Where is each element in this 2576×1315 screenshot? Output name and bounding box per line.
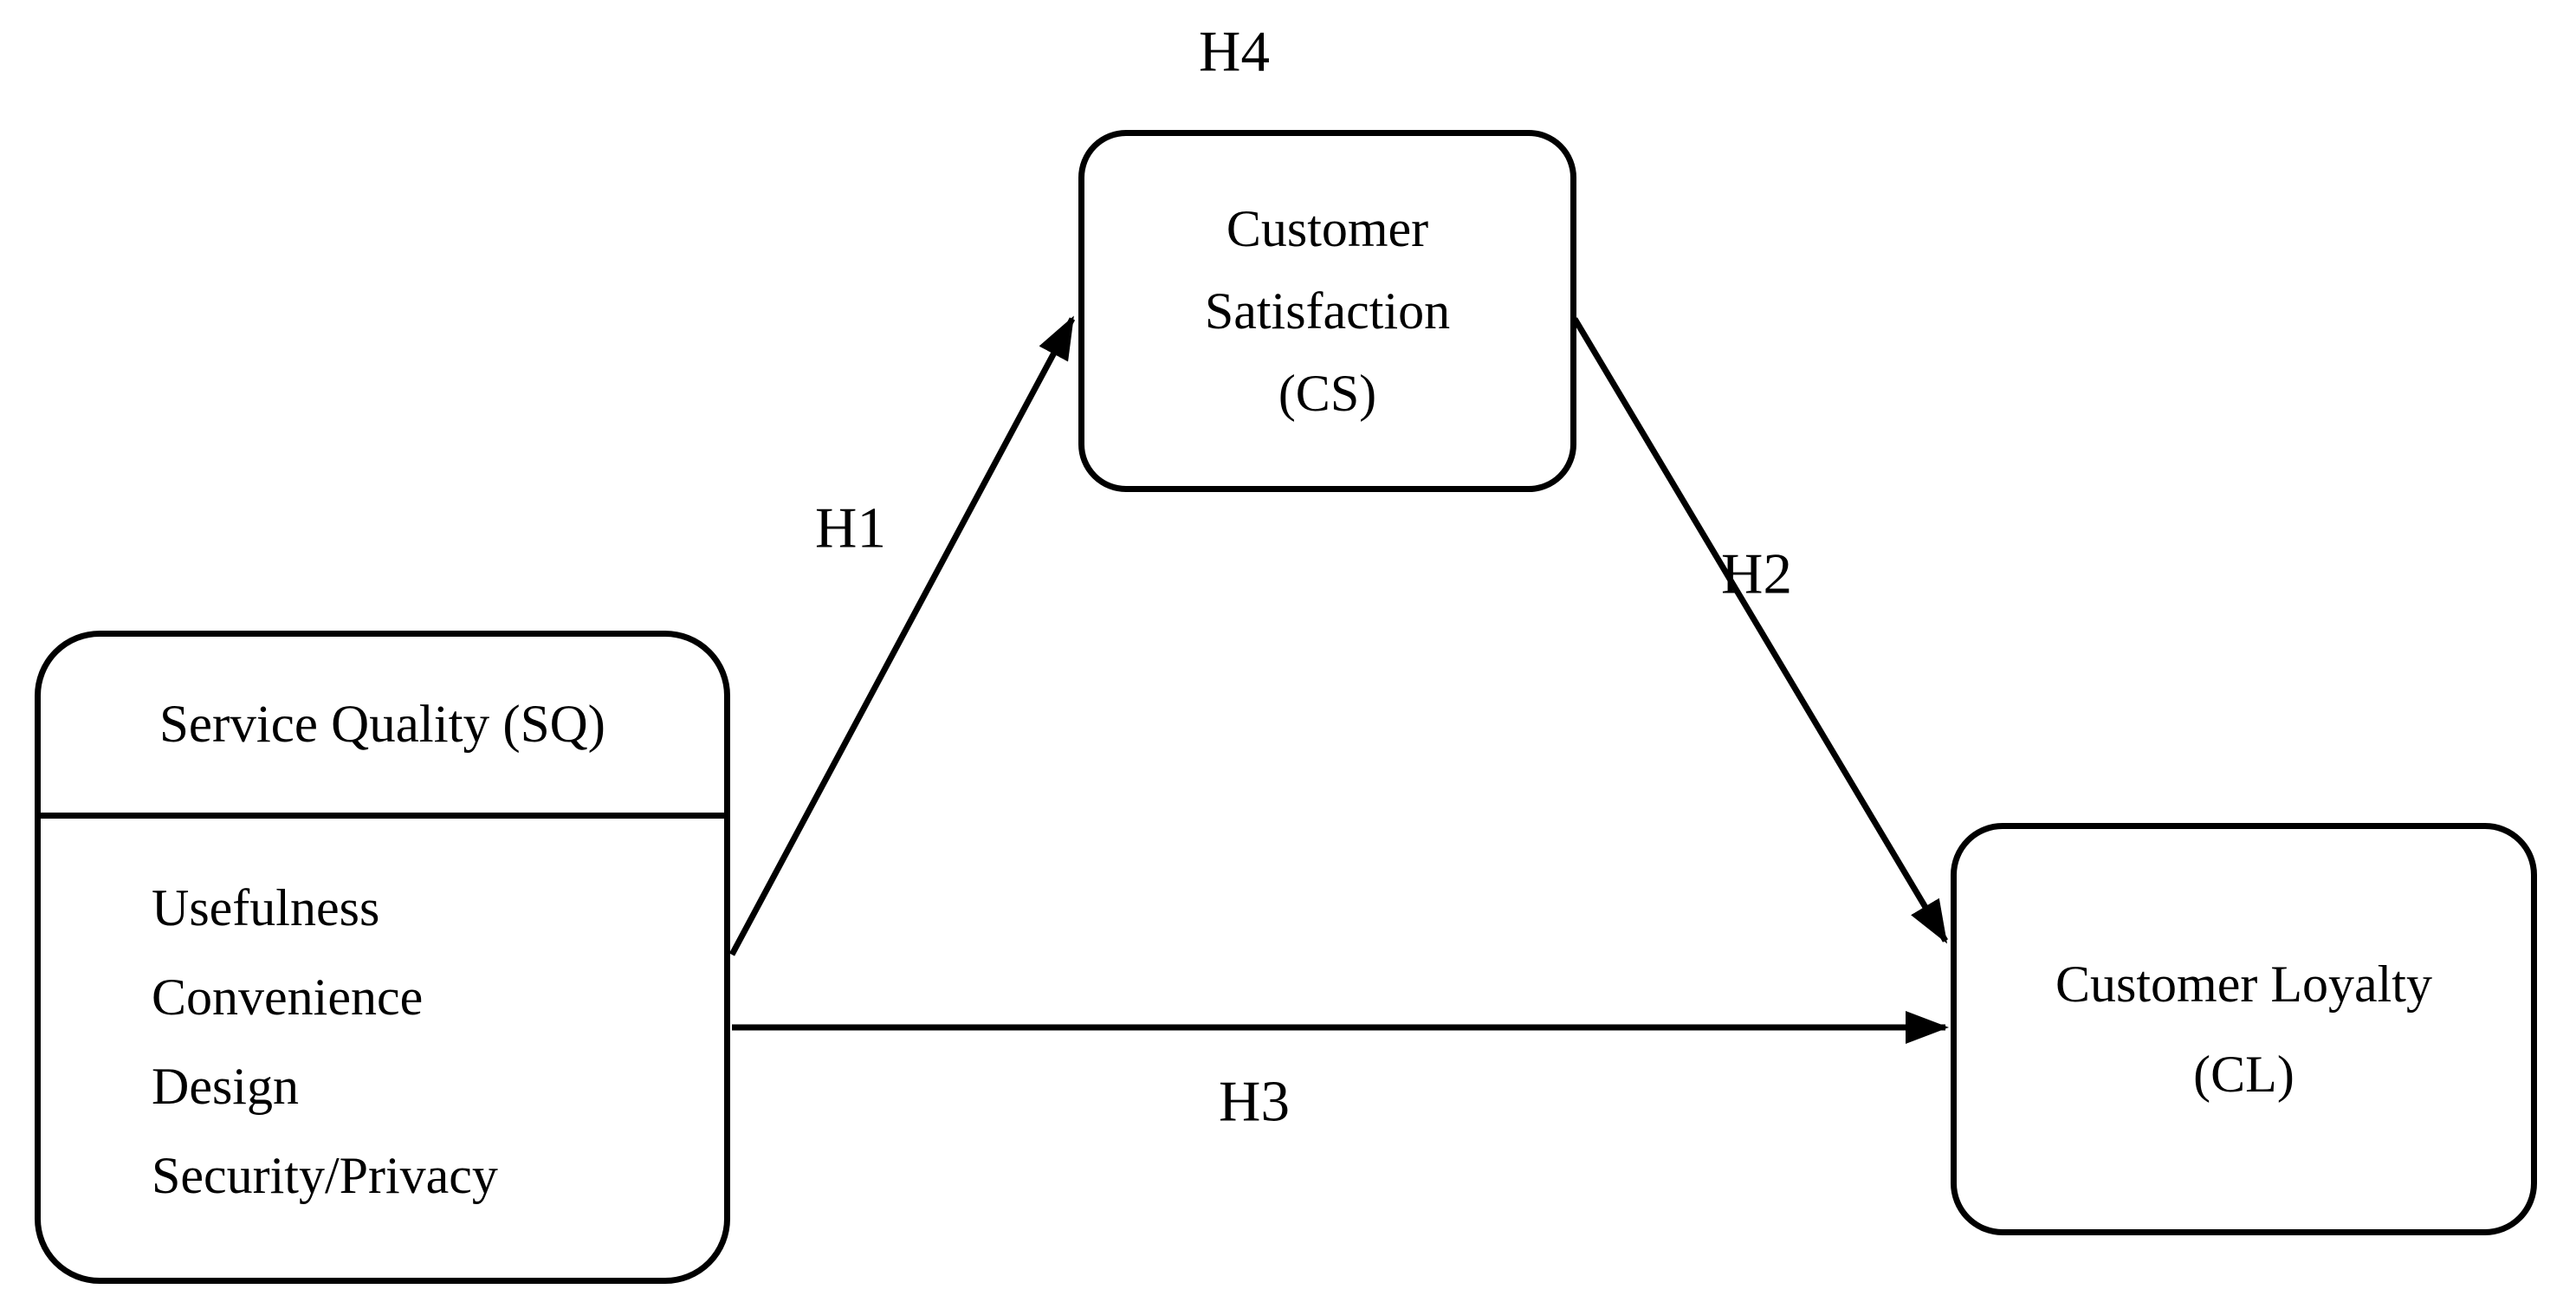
sq-item-usefulness: Usefulness xyxy=(152,879,380,936)
service-quality-box: Service Quality (SQ) Usefulness Convenie… xyxy=(35,631,730,1284)
sq-item-convenience: Convenience xyxy=(152,968,424,1026)
customer-satisfaction-box: Customer Satisfaction (CS) xyxy=(1078,130,1576,492)
customer-loyalty-line1: Customer Loyalty xyxy=(2055,955,2432,1013)
customer-loyalty-box: Customer Loyalty (CL) xyxy=(1951,823,2537,1235)
hypothesis-label-h4: H4 xyxy=(1199,19,1270,84)
service-quality-title: Service Quality (SQ) xyxy=(41,637,724,819)
hypothesis-label-h2: H2 xyxy=(1721,541,1792,606)
hypothesis-label-h3: H3 xyxy=(1219,1069,1290,1134)
customer-satisfaction-line1: Customer xyxy=(1226,199,1429,257)
arrow-h2 xyxy=(1571,317,1949,944)
hypothesis-label-h1: H1 xyxy=(815,496,886,560)
customer-satisfaction-line2: Satisfaction xyxy=(1204,282,1451,340)
customer-satisfaction-abbrev: (CS) xyxy=(1278,364,1377,422)
customer-loyalty-abbrev: (CL) xyxy=(2193,1046,2294,1103)
sq-item-security-privacy: Security/Privacy xyxy=(152,1147,498,1204)
arrow-h1 xyxy=(728,315,1076,956)
sq-item-design: Design xyxy=(152,1058,299,1115)
service-quality-items: Usefulness Convenience Design Security/P… xyxy=(41,819,724,1278)
